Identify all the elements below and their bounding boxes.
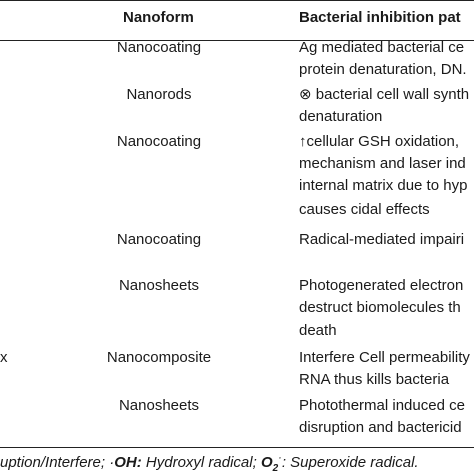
nanoform-cell-5: Nanosheets [118, 277, 200, 294]
nanoform-cell-1: Nanocoating [116, 39, 202, 56]
nanoform-cell-7: Nanosheets [118, 397, 200, 414]
inhibition-line-5-3: death [299, 322, 337, 339]
inhibition-line-1-1: Ag mediated bacterial ce [299, 39, 465, 56]
footnote-oh: OH: [114, 454, 142, 471]
header-bacterial-inhibition: Bacterial inhibition pat [299, 9, 461, 26]
header-nanoform: Nanoform [123, 9, 194, 26]
nanoform-cell-4: Nanocoating [116, 231, 202, 248]
nanoform-cell-3: Nanocoating [116, 133, 202, 150]
table-top-rule [0, 0, 474, 1]
table-footnote: uption/Interfere; ·OH: Hydroxyl radical;… [0, 452, 419, 474]
inhibition-line-5-2: destruct biomolecules th [299, 299, 461, 316]
inhibition-line-5-1: Photogenerated electron [299, 277, 464, 294]
inhibition-line-6-2: RNA thus kills bacteria [299, 371, 450, 388]
footnote-text-3: : Superoxide radical. [281, 454, 419, 471]
nanoform-cell-2: Nanorods [126, 86, 192, 103]
inhibition-line-3-4: causes cidal effects [299, 201, 430, 218]
footnote-o2: O2 [260, 454, 279, 474]
table-bottom-rule [0, 447, 474, 448]
footnote-text-2: Hydroxyl radical; [141, 454, 261, 471]
inhibition-line-4-1: Radical-mediated impairi [299, 231, 465, 248]
header-rule [0, 40, 474, 41]
footnote-text-1: uption/Interfere; · [0, 454, 115, 471]
footnote-o2-letter: O [260, 454, 273, 471]
footnote-o2-dot: · [278, 452, 282, 464]
left-cell-6: x [0, 349, 8, 366]
inhibition-line-3-1: ↑cellular GSH oxidation, [299, 133, 460, 150]
inhibition-line-6-1: Interfere Cell permeability [299, 349, 470, 366]
inhibition-line-3-3: internal matrix due to hyp [299, 177, 468, 194]
inhibition-line-1-2: protein denaturation, DN. [299, 61, 467, 78]
inhibition-line-7-2: disruption and bactericid [299, 419, 462, 436]
footnote-o2-subscript: 2 [272, 463, 279, 474]
inhibition-line-2-2: denaturation [299, 108, 383, 125]
inhibition-line-2-1: ⊗ bacterial cell wall synth [299, 86, 470, 103]
inhibition-line-7-1: Photothermal induced ce [299, 397, 465, 414]
nanoform-cell-6: Nanocomposite [106, 349, 212, 366]
inhibition-line-3-2: mechanism and laser ind [299, 155, 466, 172]
